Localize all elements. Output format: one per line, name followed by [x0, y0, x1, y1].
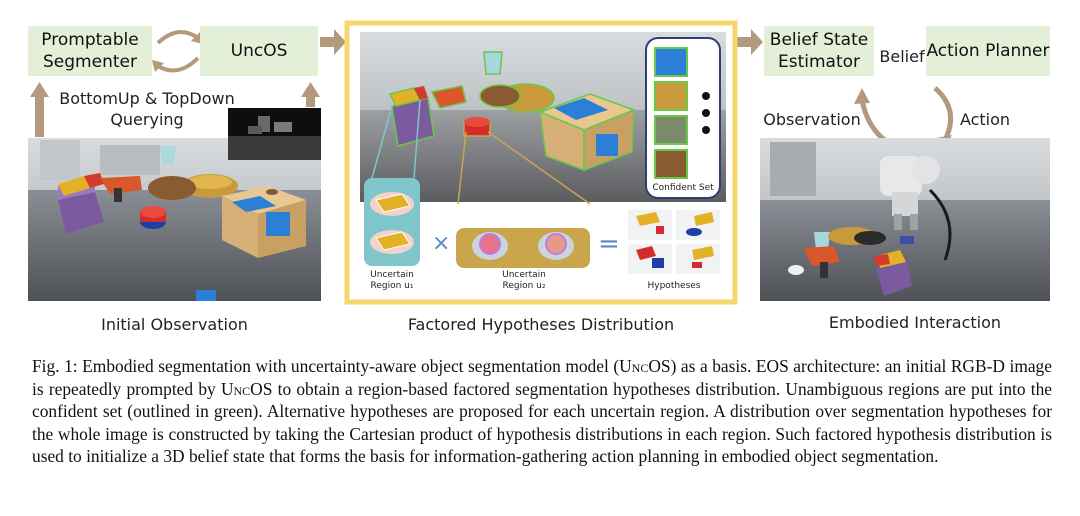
- belief-state-estimator-label: Belief State Estimator: [769, 30, 869, 72]
- up-arrow-left: [30, 82, 49, 137]
- arrowhead: [152, 60, 164, 72]
- belief-state-estimator-box: Belief State Estimator: [764, 26, 874, 76]
- cycle-arrows-segmenter-uncos: [156, 30, 200, 73]
- confident-set-card: [645, 37, 721, 199]
- hypotheses-label: Hypotheses: [647, 281, 701, 291]
- initial-observation-title: Initial Observation: [101, 315, 248, 334]
- embodied-interaction-photo: [760, 138, 1050, 301]
- caption-uncos-2: UncOS: [220, 378, 273, 399]
- depth-image-inset: [228, 108, 321, 160]
- hypotheses-grid: [628, 210, 720, 274]
- action-planner-label: Action Planner: [926, 41, 1050, 61]
- initial-observation-photo: [28, 138, 321, 301]
- uncertain-region-1-label: Uncertain Region u₁: [370, 270, 414, 291]
- arrow-panel-to-belief: [737, 29, 763, 55]
- action-label: Action: [959, 110, 1011, 129]
- equals-operator-glyph: =: [598, 229, 620, 259]
- up-arrow-right: [301, 82, 320, 107]
- uncertain-region-1: [364, 178, 420, 266]
- arrow-uncos-to-panel: [320, 29, 346, 55]
- caption-uncos-1: UncOS: [619, 356, 671, 376]
- uncertain-region-2: [456, 228, 590, 268]
- diagram: × =: [28, 20, 1050, 305]
- times-operator-glyph: ×: [432, 231, 450, 256]
- observation-label: Observation: [763, 110, 861, 129]
- uncos-label: UncOS: [230, 41, 288, 61]
- promptable-segmenter-label: Promptable Segmenter: [41, 30, 139, 72]
- belief-label: Belief: [879, 47, 925, 66]
- confident-set-label: Confident Set: [652, 183, 714, 193]
- caption-text-3: image is repeatedly prompted by: [32, 356, 1052, 399]
- querying-label: BottomUp & TopDown Querying: [59, 89, 235, 129]
- uncertain-region-2-label: Uncertain Region u₂: [502, 270, 546, 291]
- uncos-box: UncOS: [200, 26, 318, 76]
- figure-caption: Fig. 1: Embodied segmentation with uncer…: [32, 355, 1052, 468]
- caption-fig-label: Fig. 1:: [32, 356, 78, 376]
- arrowhead: [854, 88, 870, 104]
- caption-text-4: to obtain a region-based factored segmen…: [32, 378, 1053, 467]
- caption-text-1: Embodied segmentation with uncertainty-a…: [77, 356, 620, 376]
- promptable-segmenter-box: Promptable Segmenter: [28, 26, 152, 76]
- caption-text-2: ) as a basis. EOS architecture: an initi…: [670, 356, 951, 376]
- action-planner-box: Action Planner: [926, 26, 1050, 76]
- caption-rgbd: RGB-D: [950, 356, 1005, 376]
- factored-hypotheses-title: Factored Hypotheses Distribution: [407, 315, 675, 334]
- embodied-interaction-title: Embodied Interaction: [828, 313, 1002, 332]
